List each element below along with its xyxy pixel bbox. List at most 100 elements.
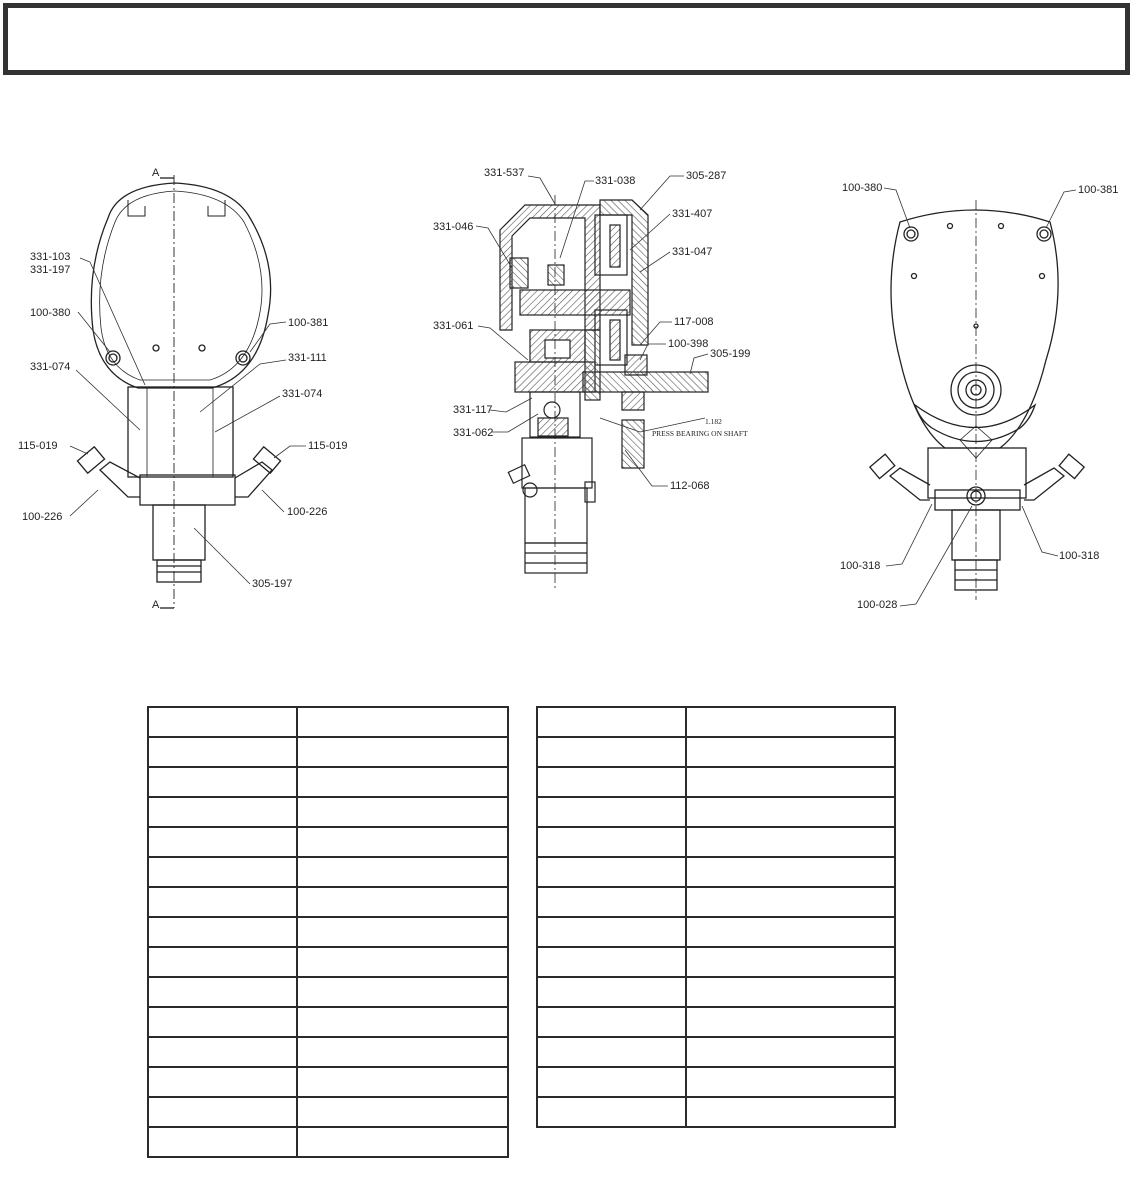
part-number-cell	[536, 826, 687, 858]
part-number-cell	[147, 856, 298, 888]
part-number-cell	[147, 976, 298, 1008]
description-cell	[685, 886, 896, 918]
front-view-leaders	[69, 257, 306, 585]
table-row	[147, 736, 509, 768]
note-dimension: 1.182	[705, 417, 722, 426]
table-row	[536, 886, 896, 918]
part-number-cell	[536, 946, 687, 978]
part-number-cell	[536, 1036, 687, 1068]
description-cell	[685, 1006, 896, 1038]
part-number-cell	[536, 706, 687, 738]
label-100-381-rear: 100-381	[1078, 184, 1118, 196]
drawing-svg: A A 331-103 331-197 100-380 331-074 115-…	[18, 167, 1118, 611]
label-100-226-left: 100-226	[22, 511, 62, 523]
section-view-leaders	[475, 175, 709, 487]
description-cell	[296, 916, 509, 948]
part-number-cell	[536, 1096, 687, 1128]
description-cell	[685, 826, 896, 858]
label-331-103: 331-103	[30, 251, 70, 263]
table-row	[536, 1096, 896, 1128]
label-331-061: 331-061	[433, 320, 473, 332]
label-117-008: 117-008	[674, 316, 714, 328]
part-number-cell	[536, 766, 687, 798]
header-box	[3, 3, 1130, 75]
description-cell	[685, 796, 896, 828]
label-331-047: 331-047	[672, 246, 712, 258]
section-mark-bottom: A	[152, 599, 160, 611]
label-331-046: 331-046	[433, 221, 473, 233]
part-number-cell	[536, 886, 687, 918]
table-row	[147, 826, 509, 858]
label-115-019-left: 115-019	[18, 440, 58, 452]
table-row	[147, 976, 509, 1008]
part-number-cell	[536, 736, 687, 768]
table-row	[147, 1066, 509, 1098]
part-number-cell	[147, 946, 298, 978]
description-cell	[296, 796, 509, 828]
table-row	[147, 916, 509, 948]
description-cell	[685, 766, 896, 798]
part-number-cell	[536, 796, 687, 828]
part-number-cell	[147, 826, 298, 858]
label-331-038: 331-038	[595, 175, 635, 187]
part-number-cell	[147, 1006, 298, 1038]
table-row	[147, 1036, 509, 1068]
table-row	[536, 1006, 896, 1038]
part-number-cell	[147, 916, 298, 948]
description-cell	[685, 976, 896, 1008]
label-305-197: 305-197	[252, 578, 292, 590]
label-331-197: 331-197	[30, 264, 70, 276]
table-row	[536, 1066, 896, 1098]
description-cell	[296, 1066, 509, 1098]
part-number-cell	[147, 1066, 298, 1098]
front-view-housing-inner	[99, 190, 263, 381]
description-cell	[296, 826, 509, 858]
part-number-cell	[147, 796, 298, 828]
label-331-111: 331-111	[288, 352, 327, 364]
parts-table-right	[536, 706, 896, 1128]
table-row	[147, 1096, 509, 1128]
part-number-cell	[536, 1006, 687, 1038]
table-row	[147, 766, 509, 798]
part-number-cell	[147, 736, 298, 768]
label-100-380: 100-380	[30, 307, 70, 319]
description-cell	[296, 1036, 509, 1068]
label-100-381: 100-381	[288, 317, 328, 329]
part-number-cell	[147, 1036, 298, 1068]
front-view-housing	[90, 182, 272, 389]
rear-view-leaders	[883, 187, 1077, 607]
description-cell	[296, 706, 509, 738]
description-cell	[685, 946, 896, 978]
table-row	[536, 826, 896, 858]
label-100-318-left: 100-318	[840, 560, 880, 572]
part-number-cell	[536, 856, 687, 888]
table-row	[536, 736, 896, 768]
description-cell	[296, 856, 509, 888]
label-115-019-right: 115-019	[308, 440, 348, 452]
label-100-028: 100-028	[857, 599, 897, 611]
label-331-074-right: 331-074	[282, 388, 322, 400]
description-cell	[685, 1036, 896, 1068]
table-row	[147, 1006, 509, 1038]
front-view	[76, 175, 282, 609]
table-row	[536, 706, 896, 738]
label-112-068: 112-068	[670, 480, 710, 492]
table-row	[147, 706, 509, 738]
description-cell	[296, 976, 509, 1008]
rear-view	[868, 200, 1086, 600]
table-row	[536, 796, 896, 828]
parts-table-left	[147, 706, 509, 1158]
description-cell	[685, 706, 896, 738]
part-number-cell	[147, 1096, 298, 1128]
label-100-398: 100-398	[668, 338, 708, 350]
table-row	[536, 766, 896, 798]
technical-drawing: A A 331-103 331-197 100-380 331-074 115-…	[0, 150, 1131, 630]
description-cell	[685, 856, 896, 888]
description-cell	[296, 946, 509, 978]
part-number-cell	[536, 916, 687, 948]
table-row	[147, 886, 509, 918]
description-cell	[296, 1126, 509, 1158]
description-cell	[685, 916, 896, 948]
table-row	[147, 946, 509, 978]
part-number-cell	[147, 1126, 298, 1158]
